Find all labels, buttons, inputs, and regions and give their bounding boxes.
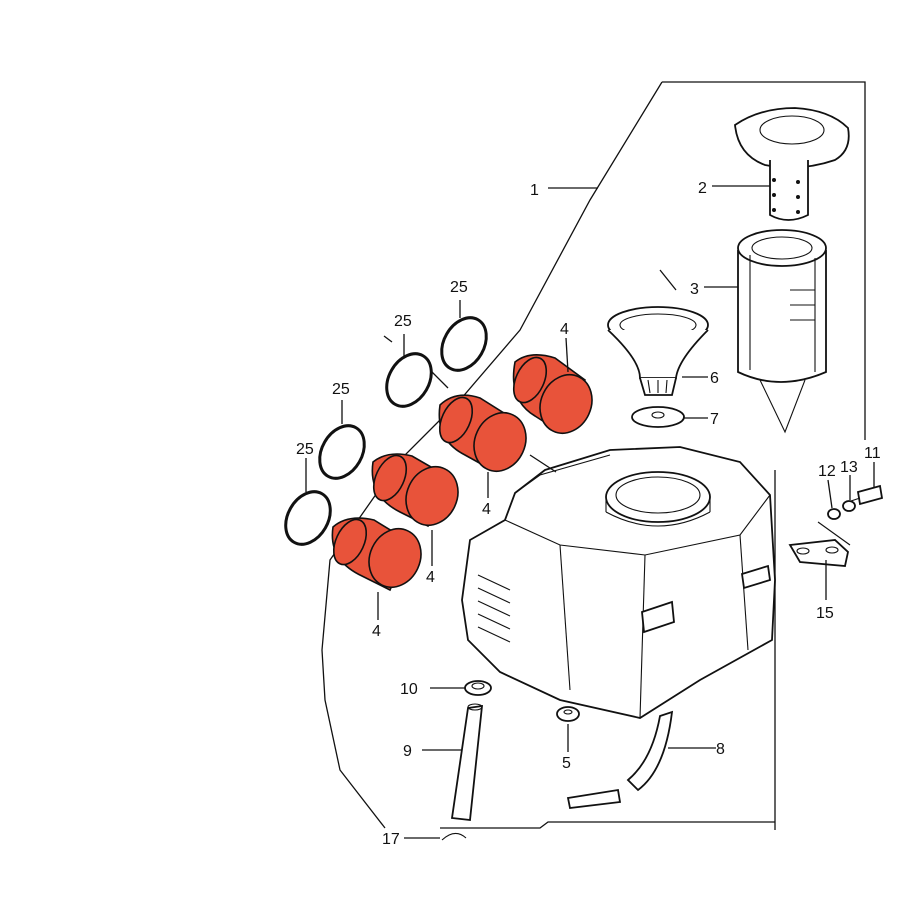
callout-4-upper-mid: 4 (482, 501, 491, 518)
callout-25-bottom: 25 (296, 441, 314, 458)
callout-1: 1 (530, 182, 539, 199)
callout-13: 13 (840, 459, 858, 476)
air-cleaner-case (461, 446, 776, 719)
leader-lines (305, 185, 875, 839)
callout-25-top: 25 (450, 279, 468, 296)
callout-3: 3 (690, 281, 699, 298)
callout-4-bottom: 4 (372, 623, 381, 640)
callout-10: 10 (400, 681, 418, 698)
drain-hose (566, 710, 674, 809)
breather-tube (450, 703, 484, 821)
funnel-part (607, 306, 709, 396)
callout-12: 12 (818, 463, 836, 480)
bottom-partial-part (441, 832, 467, 841)
callout-5: 5 (562, 755, 571, 772)
callout-17: 17 (382, 831, 400, 848)
callout-7: 7 (710, 411, 719, 428)
drain-plug (556, 706, 580, 722)
callout-4-lower-mid: 4 (426, 569, 435, 586)
callout-11: 11 (864, 445, 881, 462)
callout-4-top: 4 (560, 321, 569, 338)
callout-8: 8 (716, 741, 725, 758)
carburetor-boot (512, 354, 593, 434)
callout-15: 15 (816, 605, 834, 622)
callout-labels: 1 2 3 4 4 4 4 5 6 7 8 9 10 11 12 13 15 1… (296, 180, 881, 848)
carburetor-boot (438, 394, 527, 472)
callout-9: 9 (403, 743, 412, 760)
grommet-part (464, 680, 492, 696)
callout-2: 2 (698, 180, 707, 197)
callout-6: 6 (710, 370, 719, 387)
callout-25-second: 25 (394, 313, 412, 330)
callout-25-third: 25 (332, 381, 350, 398)
filter-element (737, 229, 827, 434)
carburetor-boot (331, 517, 422, 592)
o-rings-group (284, 316, 488, 546)
assembly-boundary-outline (321, 81, 866, 830)
carburetor-boots-group (331, 354, 593, 592)
carburetor-boot (371, 453, 459, 528)
wing-nut-cap (734, 107, 850, 221)
washer-part (631, 406, 685, 428)
bolt-washer-bracket-group (788, 484, 884, 567)
